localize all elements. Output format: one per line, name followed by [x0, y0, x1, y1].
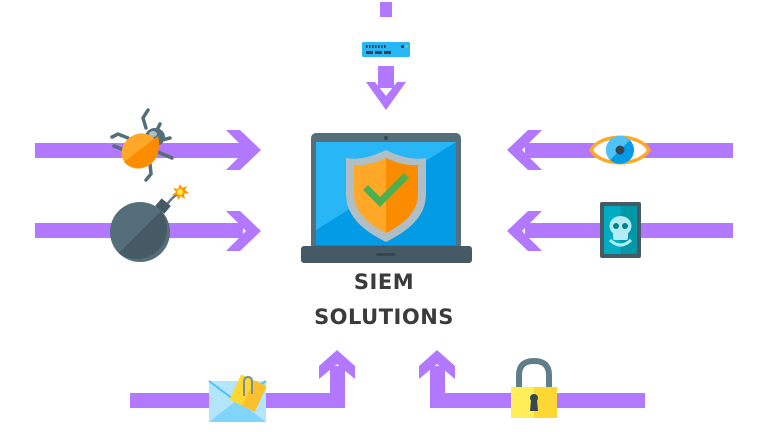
- title-solutions: SOLUTIONS: [314, 305, 454, 329]
- padlock-icon: [511, 357, 557, 418]
- bomb-icon: [110, 184, 189, 262]
- email-attachment-icon: [208, 374, 267, 422]
- shield-check-icon: [346, 150, 426, 242]
- eye-icon: [588, 135, 652, 165]
- arrow-top-down: [366, 2, 406, 110]
- laptop-icon: [301, 133, 472, 263]
- bug-body: [121, 128, 165, 169]
- title-siem: SIEM: [353, 270, 415, 294]
- skull-tablet-icon: [600, 202, 641, 258]
- server-icon: [362, 42, 410, 57]
